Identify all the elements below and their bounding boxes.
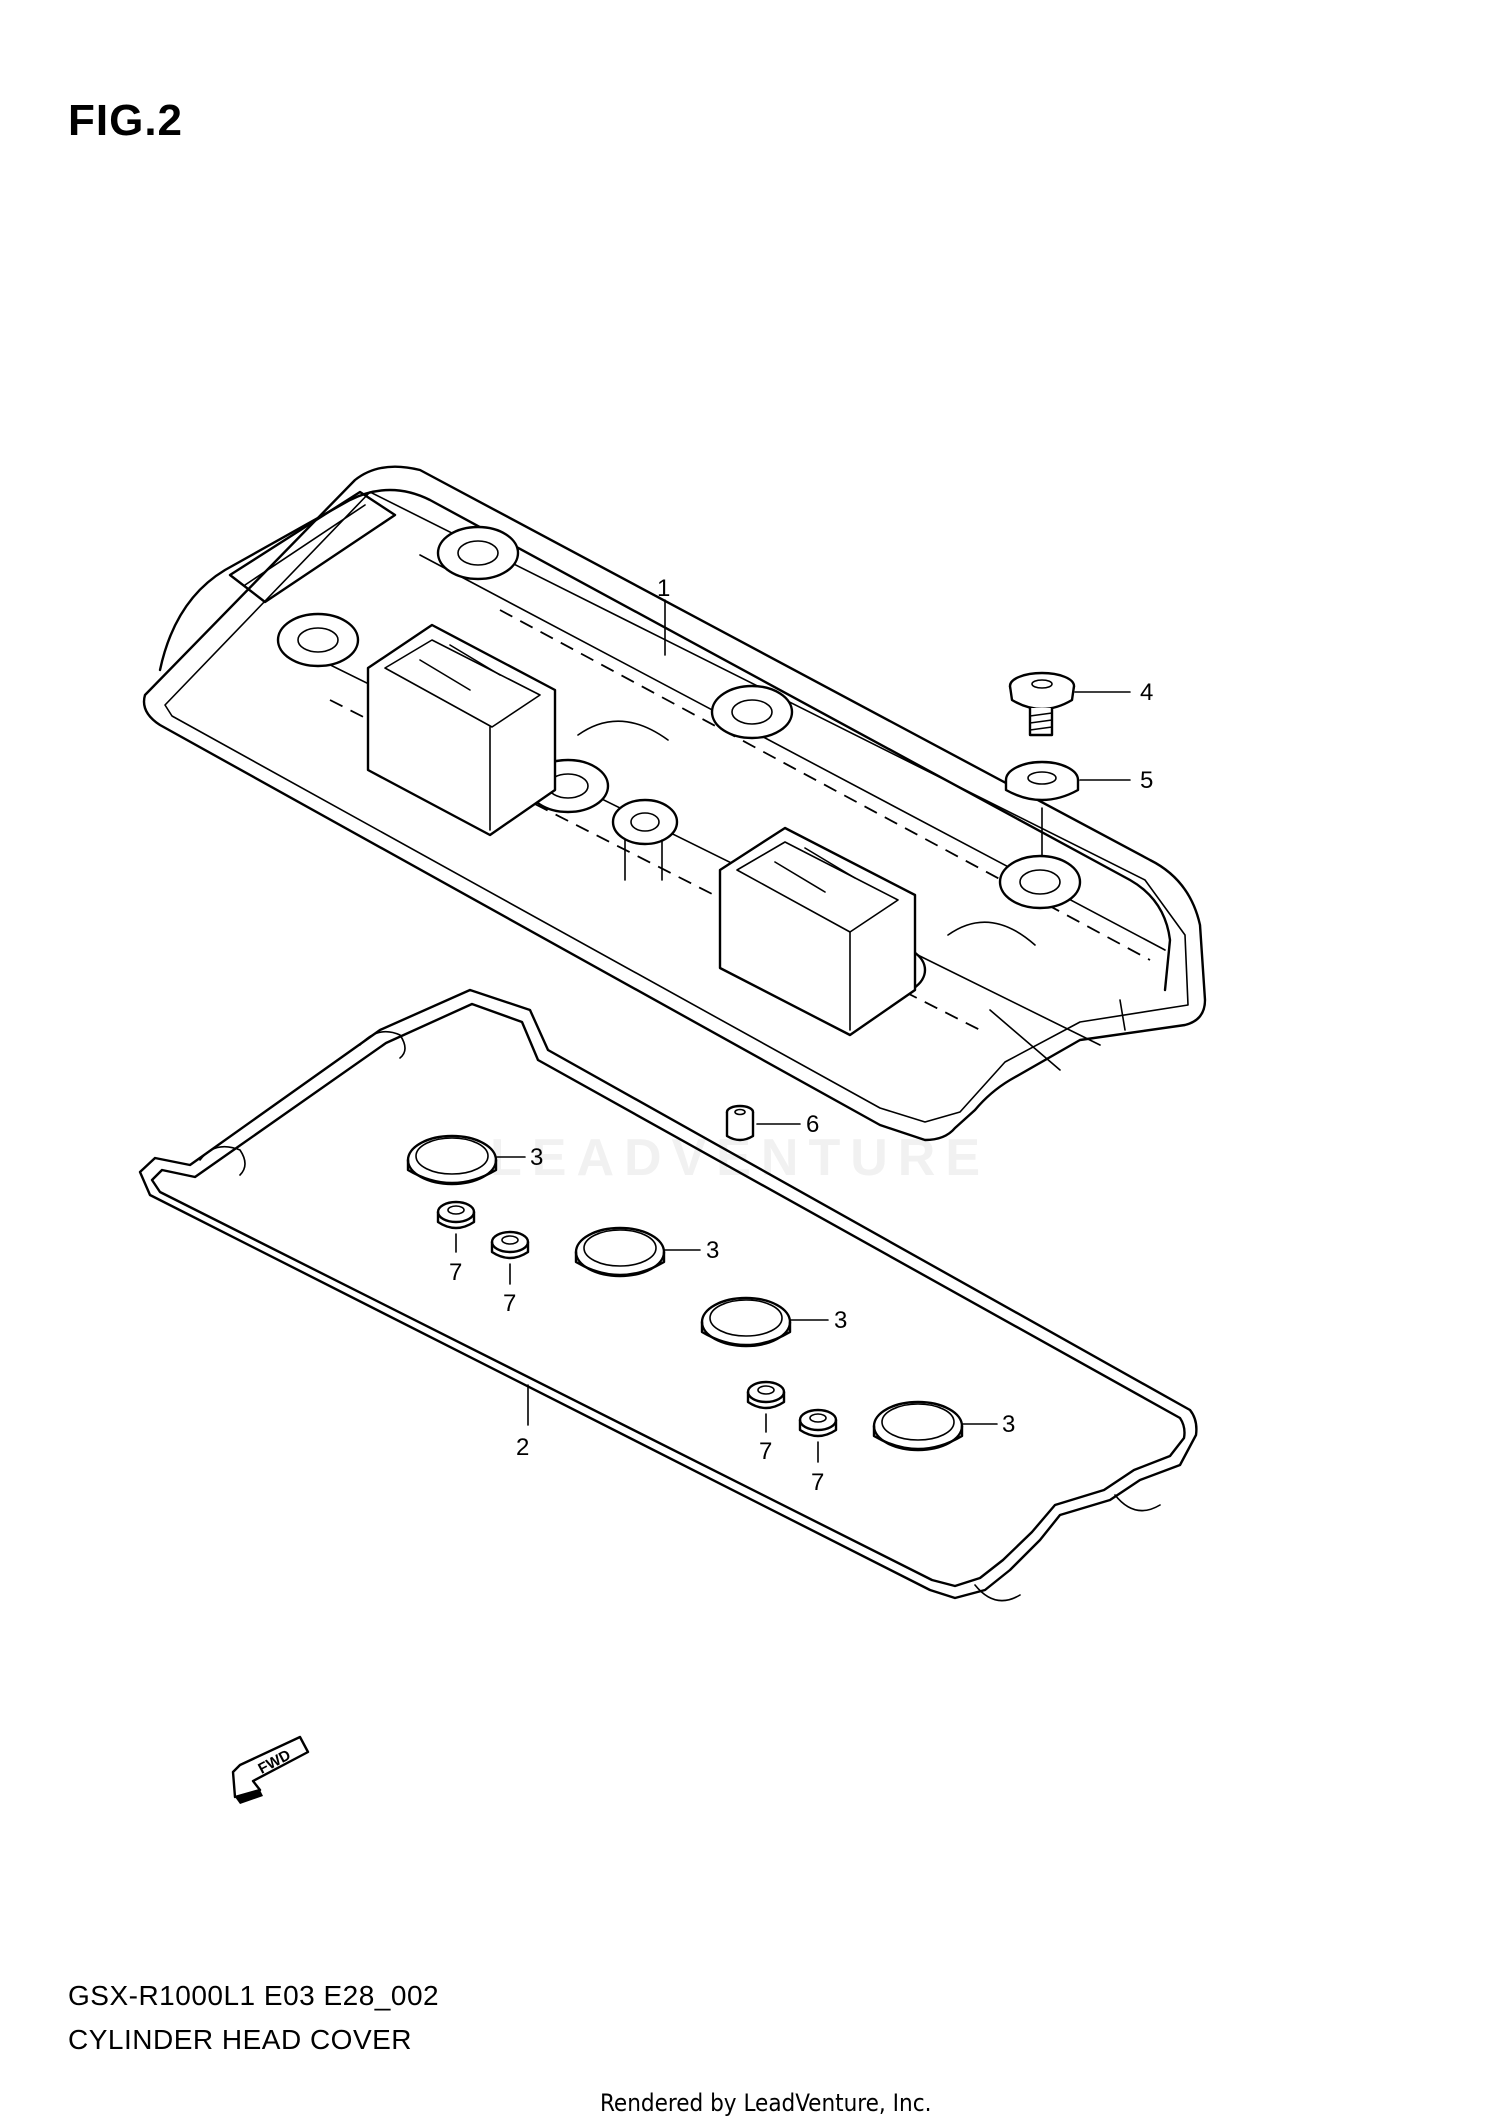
figure-label: FIG.2 xyxy=(68,96,184,145)
small-seal-1[interactable] xyxy=(436,1200,476,1230)
small-seal-2[interactable] xyxy=(490,1230,530,1260)
cylinder-head-cover[interactable] xyxy=(142,465,1207,1142)
callout-6: 6 xyxy=(806,1111,819,1138)
callout-3b: 3 xyxy=(706,1237,719,1264)
forward-direction-arrow-icon: FWD xyxy=(231,1735,310,1804)
bolt-boss-ring xyxy=(710,684,794,740)
bolt-grommet[interactable] xyxy=(1004,760,1080,802)
breather-neck xyxy=(611,798,679,881)
callout-3d: 3 xyxy=(1002,1411,1015,1438)
plug-seal-2[interactable] xyxy=(574,1226,666,1278)
callout-1: 1 xyxy=(657,575,670,602)
bolt-boss-ring xyxy=(276,612,360,668)
small-seal-3[interactable] xyxy=(746,1380,786,1410)
bolt-boss-ring xyxy=(436,525,520,581)
plug-seal-4[interactable] xyxy=(872,1400,964,1452)
cover-gasket[interactable] xyxy=(138,988,1198,1602)
callout-5: 5 xyxy=(1140,767,1153,794)
callout-7a: 7 xyxy=(449,1259,462,1286)
dowel-pin[interactable] xyxy=(725,1104,755,1142)
plug-seal-1[interactable] xyxy=(406,1134,498,1186)
spark-plug-well-right xyxy=(718,826,917,1037)
cover-bolt[interactable] xyxy=(1008,671,1076,737)
render-credit: Rendered by LeadVenture, Inc. xyxy=(600,2089,932,2117)
callout-3a: 3 xyxy=(530,1144,543,1171)
callout-7b: 7 xyxy=(503,1290,516,1317)
callout-7c: 7 xyxy=(759,1438,772,1465)
spark-plug-well-left xyxy=(366,623,557,837)
callout-3c: 3 xyxy=(834,1307,847,1334)
small-seal-4[interactable] xyxy=(798,1408,838,1438)
callout-2: 2 xyxy=(516,1434,529,1461)
plug-seal-3[interactable] xyxy=(700,1296,792,1348)
diagram-name: CYLINDER HEAD COVER xyxy=(68,2024,413,2055)
callout-4: 4 xyxy=(1140,679,1153,706)
bolt-boss-ring xyxy=(998,854,1082,910)
callout-7d: 7 xyxy=(811,1469,824,1496)
model-code: GSX-R1000L1 E03 E28_002 xyxy=(68,1980,440,2011)
